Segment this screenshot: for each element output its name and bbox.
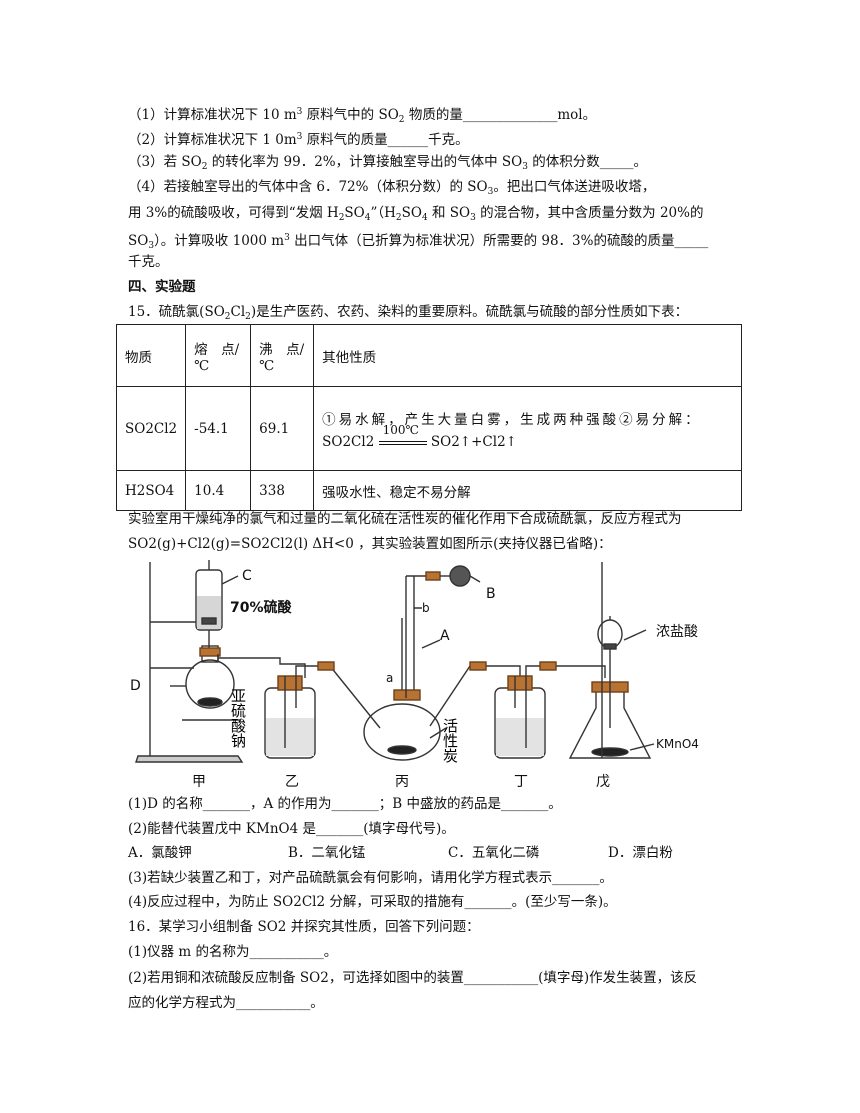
cell-h2so4-mp: 10.4: [185, 470, 252, 511]
label-small-a: a: [386, 671, 393, 685]
q16-sub1: (1)仪器 m 的名称为___________。: [128, 944, 338, 960]
q15-desc2: SO2(g)+Cl2(g)=SO2Cl2(l) ΔH<0 ，其实验装置如图所示(…: [128, 536, 612, 552]
section-heading: 四、实验题: [128, 279, 196, 295]
label-70-sulfuric-acid: 70%硫酸: [230, 599, 293, 616]
so2cl2-property-text: ①易水解，产生大量白雾，生成两种强酸②易分解：: [322, 411, 702, 428]
equation-right: SO2↑+Cl2↑: [430, 433, 517, 450]
q15-sub4: (4)反应过程中，为防止 SO2Cl2 分解，可采取的措施有_______。(至…: [128, 894, 617, 910]
cell-so2cl2-bp: 69.1: [250, 386, 315, 471]
label-small-b: b: [422, 601, 430, 615]
label-sodium-sulfite: 亚硫酸钠: [229, 688, 247, 749]
label-kmno4: KMnO4: [656, 737, 699, 751]
condenser-a: [413, 576, 422, 609]
flask-d: [185, 659, 235, 709]
label-bing: 丙: [395, 774, 409, 790]
label-hcl: 浓盐酸: [656, 624, 698, 640]
header-other-properties: 其他性质: [313, 324, 742, 387]
q15-sub1: (1)D 的名称_______，A 的作用为_______；B 中盛放的药品是_…: [128, 796, 562, 812]
sodium-sulfite-solid: [197, 697, 223, 707]
header-substance: 物质: [115, 324, 187, 387]
label-d: D: [130, 678, 141, 694]
q15-intro: 15．硫酰氯(SO2Cl2)是生产医药、农药、染料的重要原料。硫酰氯与硫酸的部分…: [128, 304, 689, 322]
flask-wu: [568, 690, 652, 759]
q15-sub3: (3)若缺少装置乙和丁，对产品硫酰氯会有何影响，请用化学方程式表示_______…: [128, 870, 613, 886]
option-a[interactable]: A．氯酸钾: [128, 845, 192, 861]
label-yi: 乙: [285, 774, 299, 790]
option-d[interactable]: D．漂白粉: [608, 845, 673, 861]
equation-condition: 100℃: [382, 423, 419, 437]
cell-h2so4-name: H2SO4: [115, 470, 187, 511]
drying-tube-b: [449, 565, 471, 587]
apparatus-diagram: C 70%硫酸 D A a b B 浓盐酸 KMnO4 甲 乙 丙 丁 戊 亚硫…: [130, 560, 699, 790]
label-c: C: [242, 568, 252, 584]
header-melting-point: 熔 点/℃: [185, 324, 252, 387]
cell-h2so4-bp: 338: [250, 470, 315, 511]
q14-part2: （2）计算标准状况下 1 0m3 原料气的质量______千克。: [128, 132, 469, 148]
header-boiling-point: 沸 点/℃: [250, 324, 315, 387]
q14-part1: （1）计算标准状况下 10 m3 原料气中的 SO2 物质的量_________…: [128, 107, 597, 125]
cell-h2so4-properties: 强吸水性、稳定不易分解: [313, 470, 742, 511]
q16-intro: 16．某学习小组制备 SO2 并探究其性质，回答下列问题：: [128, 919, 480, 935]
label-wu: 戊: [596, 774, 610, 790]
option-b[interactable]: B．二氧化锰: [288, 845, 366, 861]
q14-part3: （3）若 SO2 的转化率为 99．2%，计算接触室导出的气体中 SO3 的体积…: [128, 154, 648, 172]
properties-table: 物质 熔 点/℃ 沸 点/℃ 其他性质 SO2Cl2 -54.1 69.1 ①易…: [115, 324, 742, 511]
label-activated-carbon: 活性炭: [441, 718, 459, 763]
q14-part4-line4: 千克。: [128, 254, 169, 270]
kmno4-solid: [591, 747, 629, 757]
equation-left: SO2Cl2: [322, 433, 375, 450]
q15-options: A．氯酸钾 B．二氧化锰 C．五氧化二磷 D．漂白粉: [128, 844, 768, 862]
label-jia: 甲: [192, 774, 206, 790]
label-a: A: [440, 628, 450, 644]
q15-sub2: (2)能替代装置戊中 KMnO4 是_______(填字母代号)。: [128, 821, 455, 837]
activated-carbon: [387, 745, 417, 755]
q16-sub2-line1: (2)若用铜和浓硫酸反应制备 SO2，可选择如图中的装置___________(…: [128, 970, 698, 986]
cell-so2cl2-mp: -54.1: [185, 386, 252, 471]
option-c[interactable]: C．五氧化二磷: [448, 845, 540, 861]
q14-part4-line3: SO3）。计算吸收 1000 m3 出口气体（已折算为标准状况）所需要的 98．…: [128, 233, 709, 251]
label-ding: 丁: [514, 774, 528, 790]
q16-sub2-line2: 应的化学方程式为___________。: [128, 995, 324, 1011]
cell-so2cl2-properties: ①易水解，产生大量白雾，生成两种强酸②易分解： SO2Cl2 100℃ SO2↑…: [313, 386, 742, 471]
decomposition-equation: SO2Cl2 100℃ SO2↑+Cl2↑: [322, 423, 733, 450]
q14-part4-line2: 用 3%的硫酸吸收，可得到“发烟 H2SO4”（H2SO4 和 SO3 的混合物…: [128, 205, 704, 223]
label-b: B: [486, 586, 496, 602]
q14-part4-line1: （4）若接触室导出的气体中含 6．72%（体积分数）的 SO3。把出口气体送进吸…: [128, 179, 656, 197]
q15-desc1: 实验室用干燥纯净的氯气和过量的二氧化硫在活性炭的催化作用下合成硫酰氯，反应方程式…: [128, 511, 682, 527]
cell-so2cl2-name: SO2Cl2: [115, 386, 187, 471]
stand-base: [135, 755, 244, 763]
